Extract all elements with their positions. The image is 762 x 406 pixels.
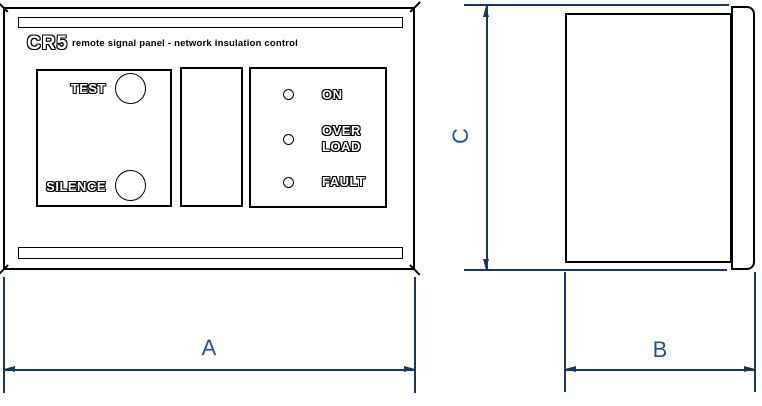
led-on	[283, 89, 294, 100]
dim-b-ext-left	[564, 272, 566, 392]
test-button	[115, 73, 146, 104]
dim-a-ext-left	[3, 277, 5, 393]
side-body-outline	[565, 13, 732, 263]
test-button-label: TEST	[70, 81, 106, 96]
led-fault	[283, 177, 294, 188]
dim-a-line	[4, 369, 415, 371]
subtitle-text: remote signal panel - network insulation…	[72, 38, 299, 49]
dim-b-ext-right	[754, 272, 756, 392]
led-section-outline	[249, 67, 387, 208]
led-fault-label: FAULT	[322, 174, 366, 189]
dim-c-line	[486, 6, 488, 270]
top-slot	[18, 17, 403, 28]
dim-b-label: B	[652, 337, 668, 362]
led-overload-label: OVER LOAD	[322, 123, 361, 154]
dim-a-arrow-left	[4, 366, 15, 372]
dim-b-arrow-left	[565, 366, 576, 372]
dim-a-arrow-right	[404, 366, 415, 372]
silence-button	[115, 170, 146, 201]
dim-c-label: C	[448, 128, 473, 144]
dim-c-arrow-up	[483, 6, 489, 17]
dim-a-label: A	[201, 335, 217, 360]
dim-b-line	[565, 369, 755, 371]
dim-c-ext-bottom	[464, 269, 727, 271]
bottom-slot	[18, 247, 403, 259]
silence-button-label: SILENCE	[46, 179, 106, 194]
led-overload	[283, 134, 294, 145]
led-on-label: ON	[322, 87, 343, 102]
dim-a-ext-right	[414, 277, 416, 393]
side-front-flange	[731, 6, 755, 270]
middle-section-outline	[180, 67, 243, 207]
button-section-outline	[36, 69, 172, 207]
brand-text: CR5	[27, 33, 69, 54]
dim-b-arrow-right	[744, 366, 755, 372]
dim-c-arrow-down	[483, 259, 489, 270]
dim-c-ext-top	[464, 4, 729, 6]
